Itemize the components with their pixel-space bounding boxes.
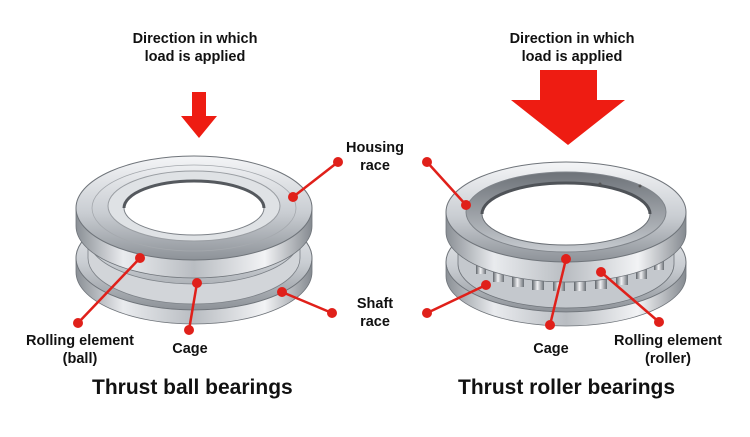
rolling-element-roller-label: Rolling element (roller) [598,332,738,368]
rolling-element-ball-label: Rolling element (ball) [10,332,150,368]
rolling-element-ball-line-1: Rolling element [26,333,134,349]
load-arrow-small-icon [181,92,217,138]
housing-race-label-line-2: race [360,158,390,174]
leader-shaft-right [422,280,491,318]
direction-label-left-line-1: Direction in which [132,31,258,47]
direction-label-left-line-2: load is applied [144,49,246,65]
cage-label-left: Cage [160,340,220,358]
leader-shaft-left [277,287,337,318]
cage-label-left-text: Cage [172,341,208,357]
leader-ball [73,253,145,328]
rolling-element-roller-line-1: Rolling element [614,333,722,349]
cage-label-right: Cage [521,340,581,358]
cage-label-right-text: Cage [533,341,569,357]
thrust-ball-bearing [75,155,313,325]
rolling-element-roller-line-2: (roller) [645,351,691,367]
load-arrow-large-icon [511,70,625,145]
housing-race-label: Housing race [335,139,415,175]
direction-label-right-line-2: load is applied [521,49,623,65]
thrust-roller-bearings-title: Thrust roller bearings [458,376,676,399]
direction-label-right: Direction in which load is applied [487,30,657,66]
leader-housing-right [422,157,471,210]
leader-roller [596,267,664,327]
rolling-element-ball-line-2: (ball) [62,351,98,367]
shaft-race-label-line-1: Shaft [356,296,394,312]
leader-cage-left [184,278,202,335]
leader-housing-left [288,157,343,202]
direction-label-left: Direction in which load is applied [110,30,280,66]
housing-race-label-line-1: Housing [346,140,404,156]
thrust-roller-bearing [445,161,687,327]
direction-label-right-line-1: Direction in which [509,31,635,47]
thrust-ball-bearings-title: Thrust ball bearings [92,376,293,399]
leader-cage-right [545,254,571,330]
shaft-race-label: Shaft race [340,295,410,331]
shaft-race-label-line-2: race [360,314,390,330]
